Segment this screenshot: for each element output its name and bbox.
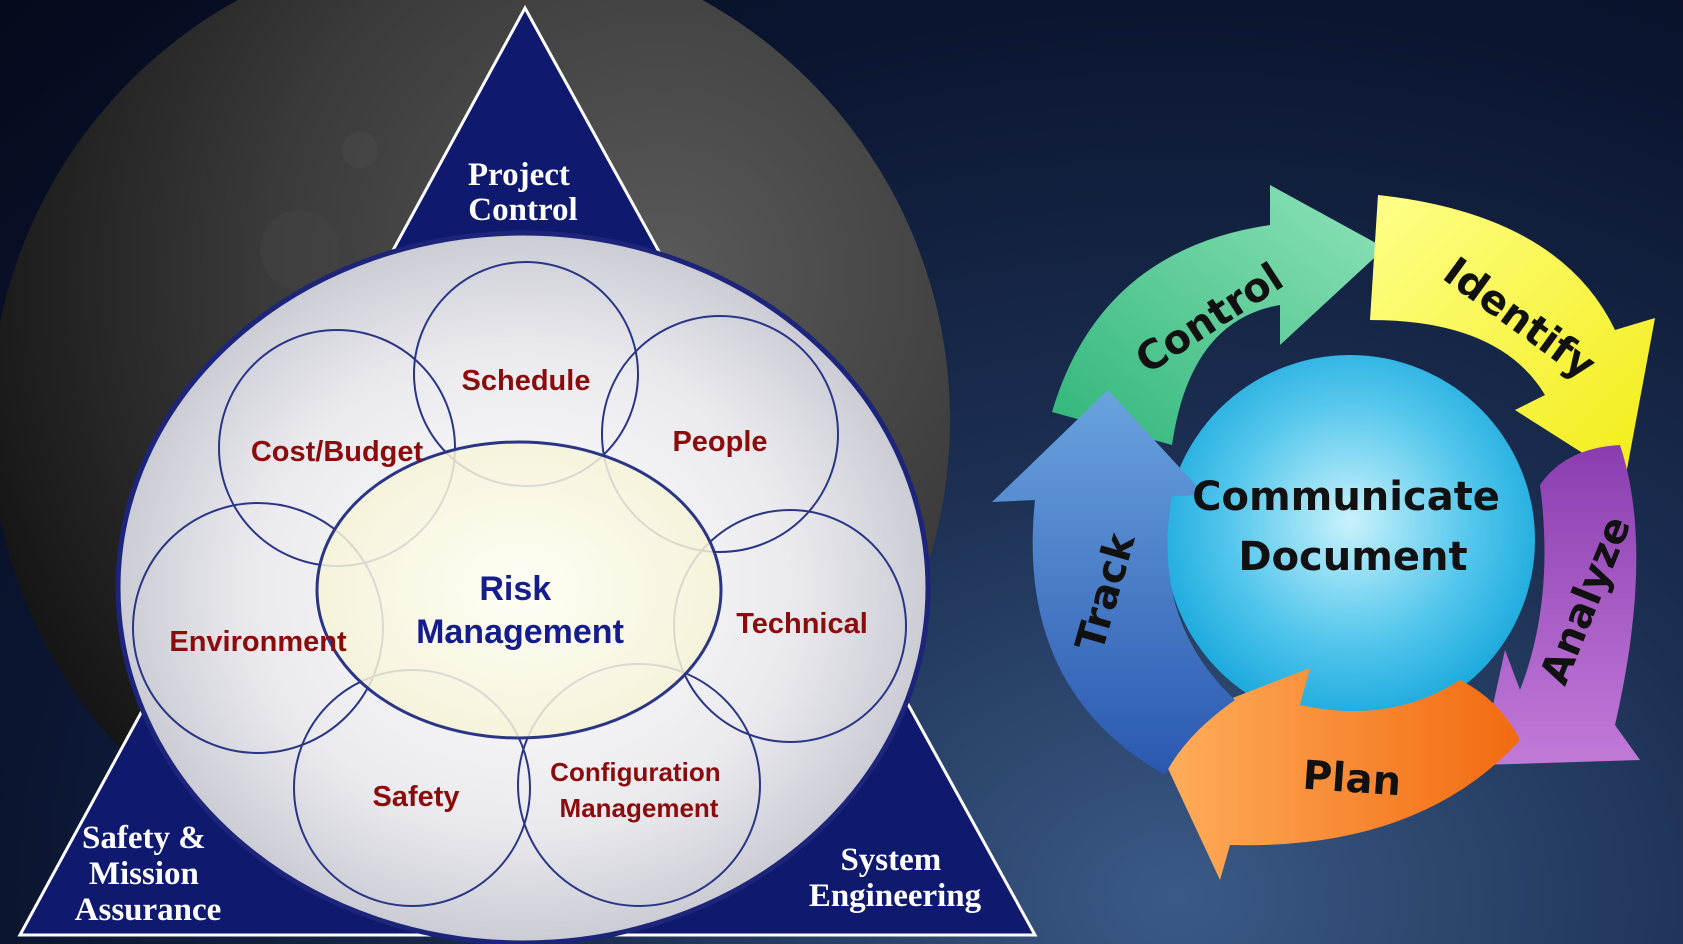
arrow-track (992, 390, 1235, 775)
triangle-label-top: Project Control (468, 157, 578, 228)
risk-management-label: Risk Management (416, 570, 624, 651)
moon-crater (260, 210, 340, 290)
label-people: People (672, 426, 767, 458)
risk-management-ellipse (315, 440, 723, 740)
label-safety: Safety (372, 781, 459, 813)
cycle-center-label: Communicate Document (1192, 474, 1514, 580)
triangle-label-right: System Engineering (809, 842, 982, 914)
step-label-plan: Plan (1301, 753, 1402, 806)
arrow-analyze (1480, 445, 1640, 765)
arrow-identify (1370, 195, 1655, 480)
label-technical: Technical (736, 608, 868, 640)
cycle-hub (1165, 355, 1535, 725)
triangle-label-left: Safety & Mission Assurance (75, 820, 222, 928)
arrow-plan (1150, 668, 1520, 880)
label-schedule: Schedule (462, 365, 591, 397)
arrow-control (1052, 185, 1385, 445)
label-cost-budget: Cost/Budget (251, 436, 424, 468)
label-environment: Environment (169, 626, 347, 658)
domain-labels: Schedule Cost/Budget People Environment … (169, 365, 867, 823)
circle-people (601, 315, 839, 553)
moon-crater (342, 132, 378, 168)
label-configuration-management: Configuration Management (550, 757, 728, 823)
